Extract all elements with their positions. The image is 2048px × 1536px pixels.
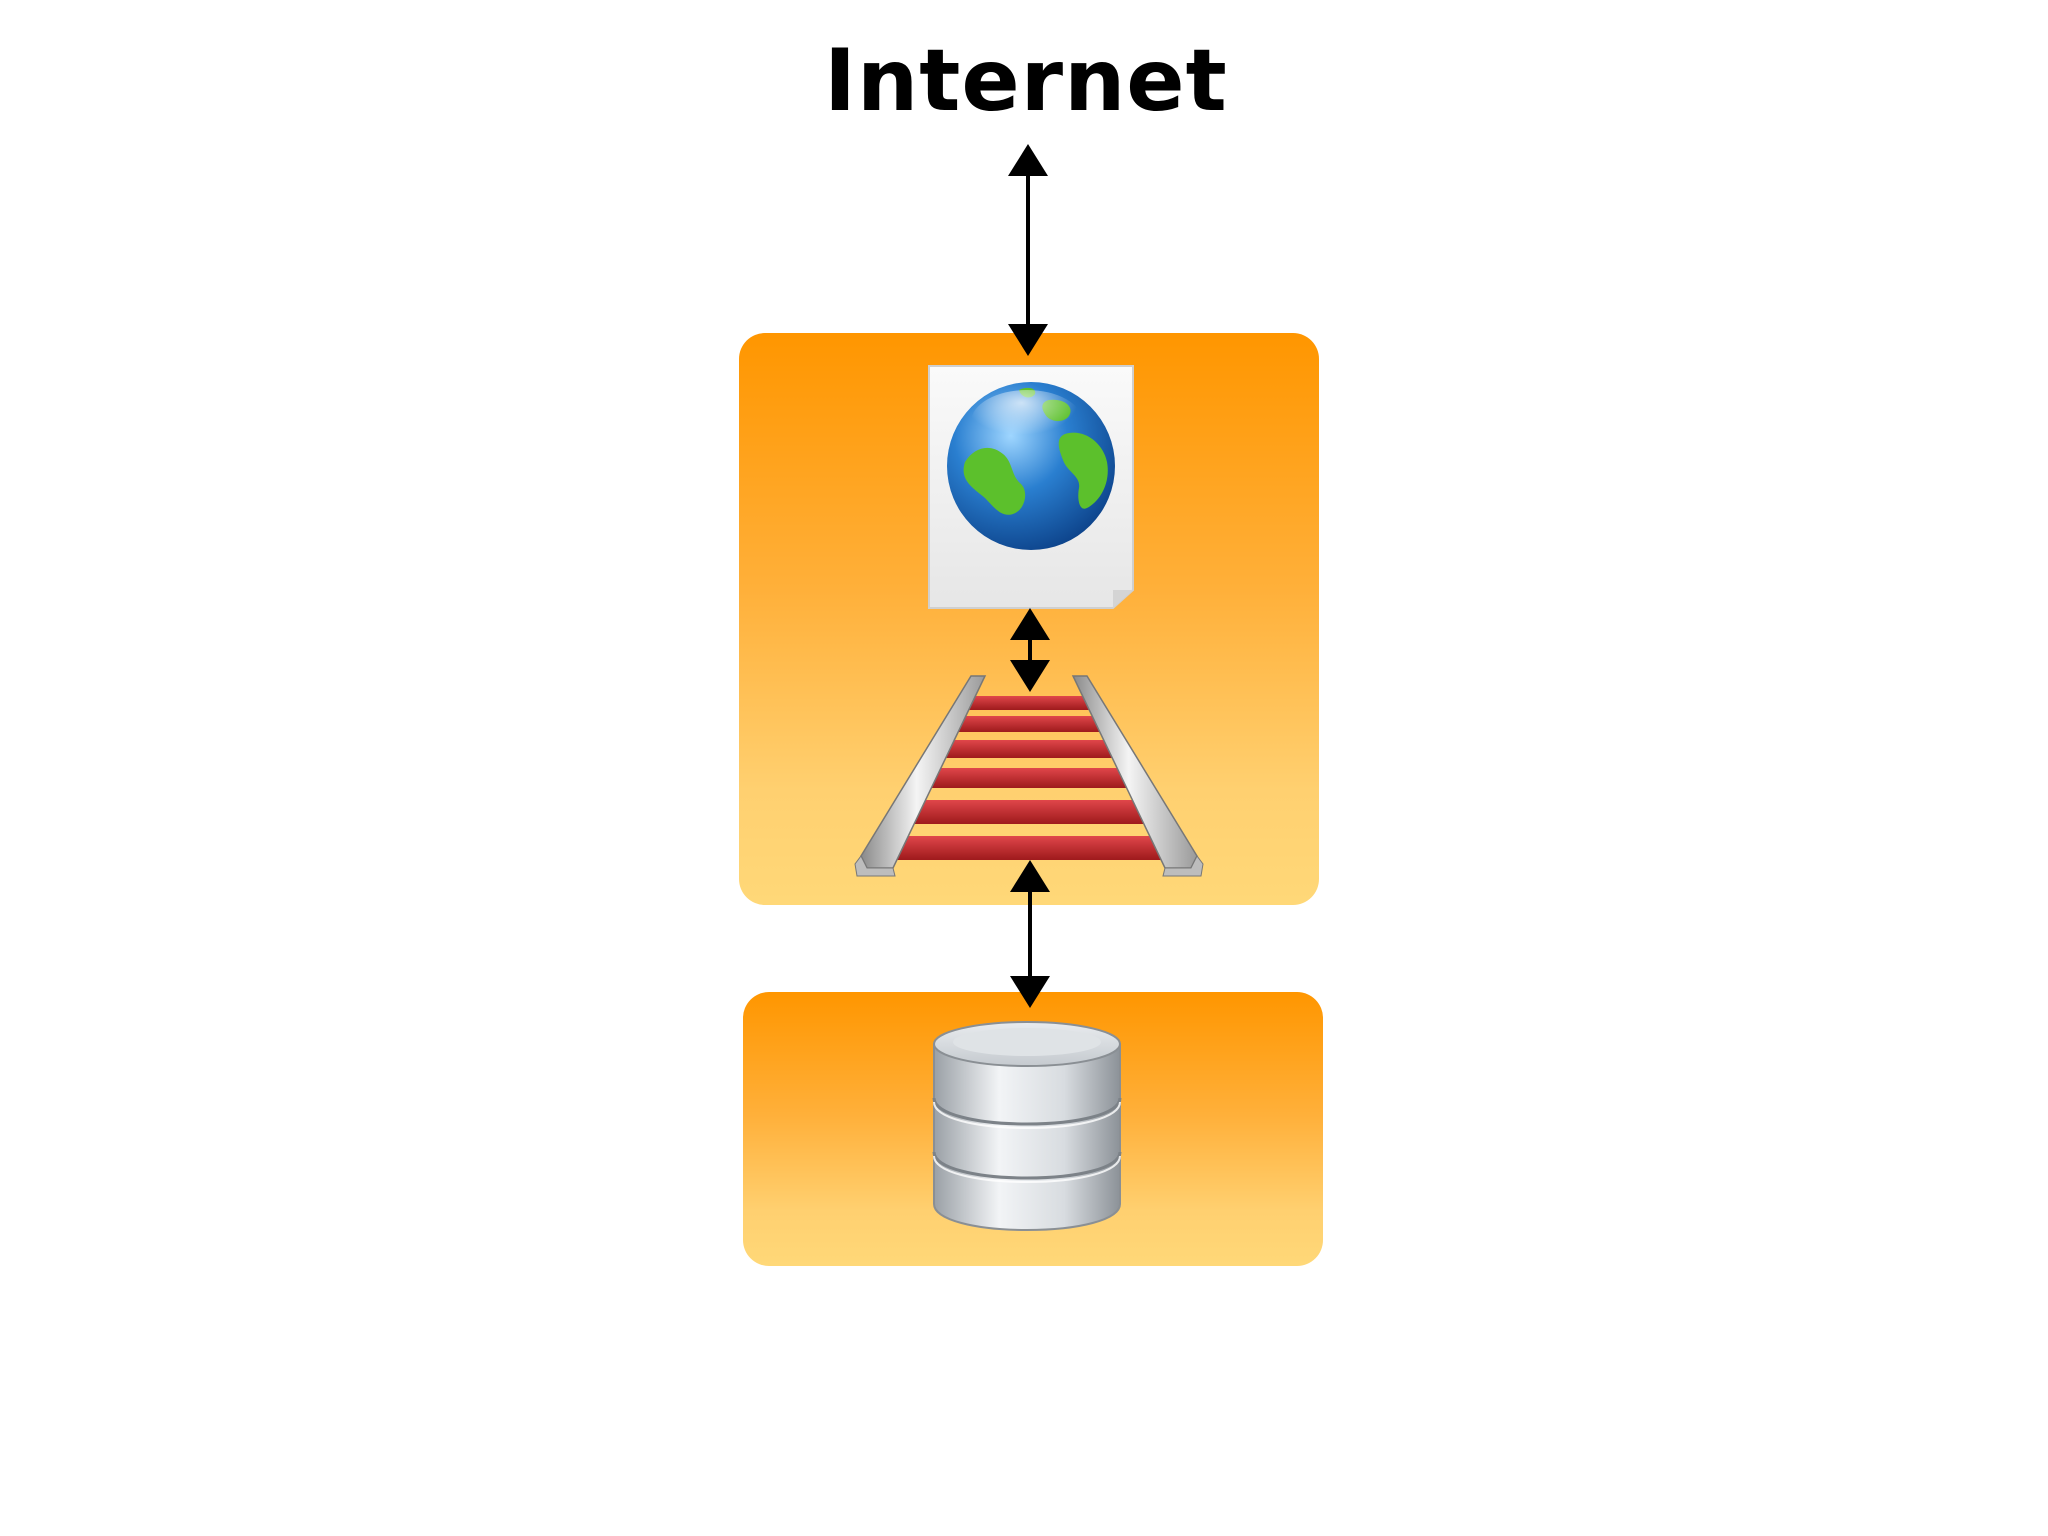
internet-label: Internet (824, 31, 1228, 131)
rails-icon (854, 675, 1204, 877)
globe-document-icon (928, 365, 1134, 609)
database-icon (932, 1021, 1122, 1232)
